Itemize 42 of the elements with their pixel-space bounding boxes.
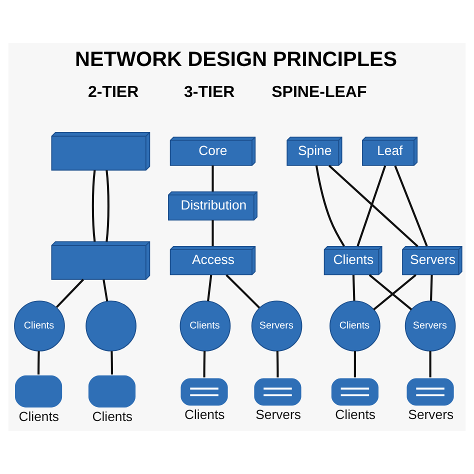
connector [92,170,96,242]
connector [276,351,279,378]
node-ellipse [88,375,136,408]
connector [354,351,356,378]
node-box [254,378,302,406]
node-circle: Clients [180,300,231,352]
node-circle: Servers [404,300,456,352]
node-label: Clients [18,408,60,424]
node-label: Clients [184,406,225,422]
label: SPINE-LEAF [272,84,367,101]
diagram-title: NETWORK DESIGN PRINCIPLES [75,48,398,72]
connector [212,166,214,192]
node-circle [86,300,136,352]
connector [106,170,110,242]
label: 3-TIER [184,84,235,101]
connector [394,165,428,246]
node-ellipse [14,375,62,408]
label: 2-TIER [88,84,139,101]
connector [430,274,433,301]
connector [352,274,356,301]
connector [207,274,212,302]
connector [429,351,432,378]
node-circle: Servers [251,300,302,352]
node-circle: Clients [14,300,65,352]
connector [328,164,418,248]
node-box [331,378,378,406]
connector [110,351,114,374]
node-circle: Clients [330,300,380,352]
node-label: Servers [256,406,301,422]
connector [212,220,214,246]
connector [203,351,206,378]
connector [315,165,345,247]
node-box [406,378,454,406]
node-label: Servers [408,406,454,422]
connector [38,351,40,374]
node-label: Clients [92,408,132,424]
connector [102,279,108,302]
node-box [180,378,228,406]
connector [356,166,386,246]
node-label: Clients [335,406,376,422]
connector [56,278,84,308]
connector [226,274,260,308]
